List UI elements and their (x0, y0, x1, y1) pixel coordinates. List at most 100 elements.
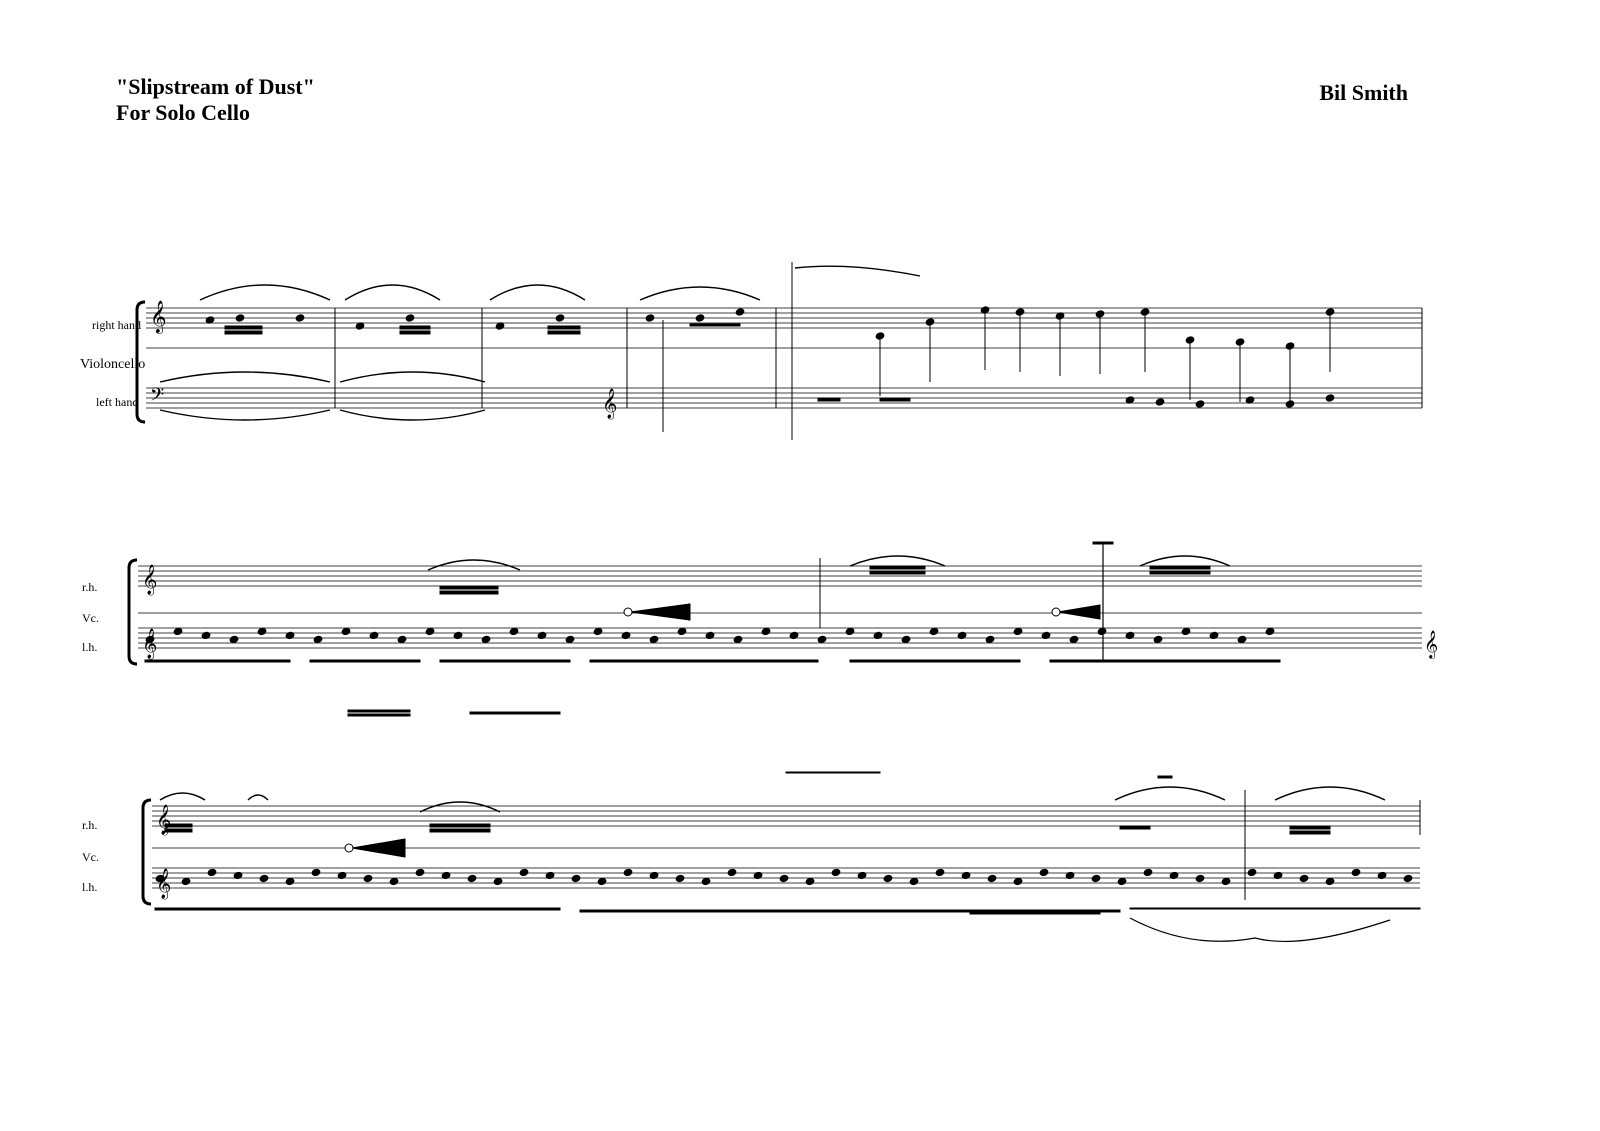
treble-clef-icon: 𝄞 (156, 868, 171, 900)
slur (639, 286, 761, 301)
treble-clef-icon: 𝄞 (602, 388, 617, 420)
piece-subtitle: For Solo Cello (116, 100, 251, 125)
notehead (705, 631, 715, 640)
system-bracket (141, 798, 152, 906)
system2-label-top: r.h. (82, 580, 98, 594)
beam (309, 659, 421, 663)
open-notehead (1051, 607, 1061, 617)
notehead (1273, 871, 1283, 880)
notehead (285, 631, 295, 640)
notehead (1209, 631, 1219, 640)
notehead (173, 627, 183, 636)
system3-label-top: r.h. (82, 818, 98, 832)
bass-clef-icon: 𝄢 (150, 385, 164, 410)
notehead (441, 871, 451, 880)
beam (849, 659, 1021, 663)
beam (144, 659, 291, 663)
notehead (701, 877, 711, 886)
beam (1289, 825, 1331, 830)
notehead (1125, 396, 1135, 404)
notehead (1065, 871, 1075, 880)
notehead (257, 627, 267, 636)
notehead (779, 874, 789, 883)
beam (547, 330, 581, 335)
slur (159, 792, 206, 801)
notehead (649, 871, 659, 880)
notehead (1237, 635, 1247, 644)
treble-clef-icon: 𝄞 (142, 628, 157, 660)
notehead (1195, 400, 1205, 408)
notehead (901, 635, 911, 644)
beam (1149, 570, 1211, 575)
notehead (1069, 635, 1079, 644)
title-block: "Slipstream of Dust" For Solo Cello (116, 74, 315, 126)
notehead (597, 877, 607, 886)
notehead (341, 627, 351, 636)
slur (339, 371, 486, 383)
notehead (1403, 874, 1413, 883)
notehead (727, 868, 737, 877)
beam (439, 585, 499, 590)
notehead (509, 627, 519, 636)
beam (469, 711, 561, 715)
notehead (831, 868, 841, 877)
notehead (545, 871, 555, 880)
system1-label-middle: Violoncello (80, 357, 146, 372)
beam (347, 713, 411, 717)
notehead (649, 635, 659, 644)
beam (689, 323, 741, 327)
beam (399, 325, 431, 330)
notehead (1169, 871, 1179, 880)
notehead (181, 877, 191, 886)
notehead (425, 627, 435, 636)
notehead (935, 868, 945, 877)
notehead (1325, 877, 1335, 886)
beam (224, 325, 263, 330)
notehead (405, 314, 415, 322)
beam (439, 590, 499, 595)
notehead (675, 874, 685, 883)
piece-title: "Slipstream of Dust" (116, 74, 315, 99)
slur (427, 559, 521, 571)
slur (489, 284, 586, 301)
beam (1289, 830, 1331, 835)
beam (1157, 775, 1173, 779)
notehead (817, 635, 827, 644)
notehead (1377, 871, 1387, 880)
slur (794, 265, 921, 277)
beam (1092, 541, 1114, 545)
notehead (555, 314, 565, 322)
notehead (481, 635, 491, 644)
notehead (733, 635, 743, 644)
notehead (677, 627, 687, 636)
notehead (961, 871, 971, 880)
notehead (1155, 398, 1165, 406)
notehead (593, 627, 603, 636)
notehead (235, 314, 245, 322)
notehead (1097, 627, 1107, 636)
notehead (537, 631, 547, 640)
beam (164, 828, 193, 833)
beam (817, 397, 841, 402)
slur (849, 555, 946, 567)
notehead (845, 627, 855, 636)
system2-label-middle: Vc. (82, 611, 99, 625)
system3-label-middle: Vc. (82, 850, 99, 864)
notehead (369, 631, 379, 640)
notehead (207, 868, 217, 877)
notehead (363, 874, 373, 883)
notehead (1117, 877, 1127, 886)
notehead (1265, 627, 1275, 636)
notehead (789, 631, 799, 640)
treble-clef-icon: 𝄞 (142, 564, 157, 596)
slur (419, 801, 501, 813)
notehead (145, 635, 155, 644)
beam (1119, 825, 1151, 830)
notehead (873, 631, 883, 640)
notehead (985, 635, 995, 644)
beam (1149, 565, 1211, 570)
notehead (355, 322, 365, 330)
notehead (1125, 631, 1135, 640)
treble-clef-icon: 𝄞 (1424, 630, 1438, 659)
